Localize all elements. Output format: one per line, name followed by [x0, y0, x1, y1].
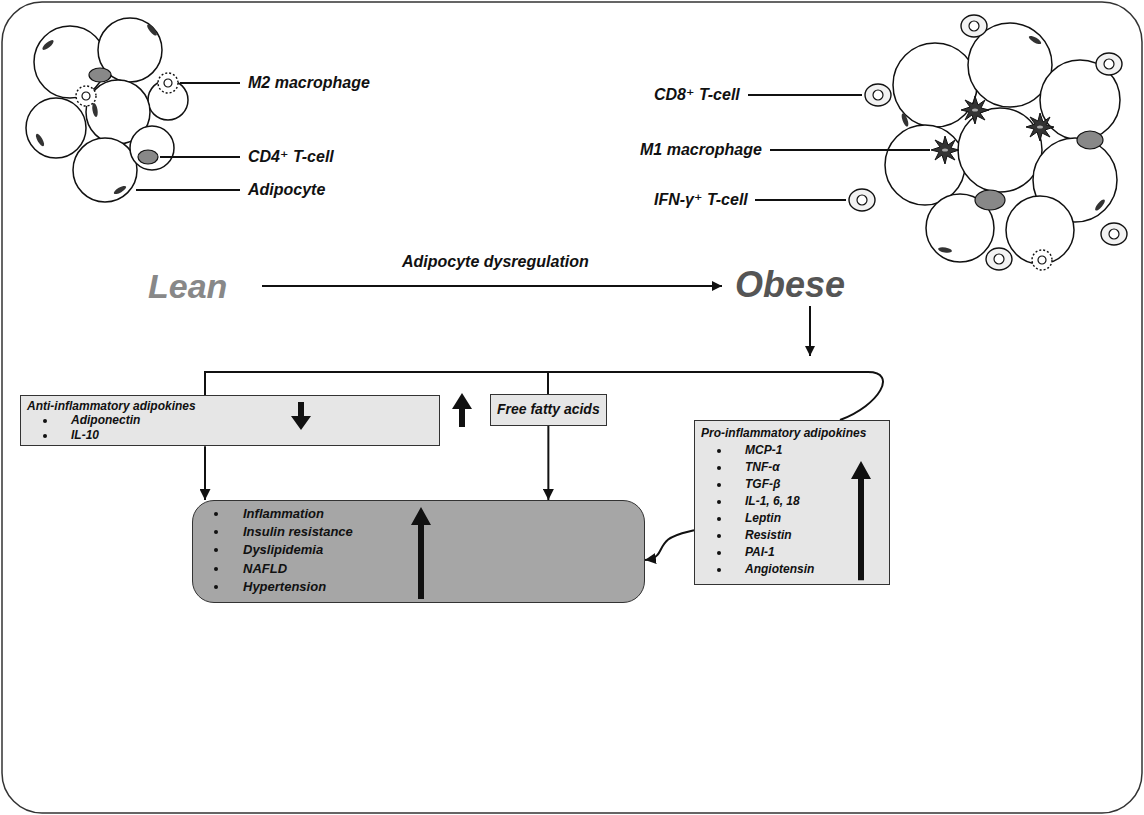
lean-adipose-tissue [26, 18, 188, 202]
obese-adipose-tissue [1096, 53, 1122, 75]
callout-label: Adipocyte [248, 180, 325, 200]
callout-label: M1 macrophage [640, 140, 762, 160]
lean-adipose-tissue [146, 23, 159, 37]
leader-line [748, 94, 862, 96]
bullet-item: Leptin [731, 510, 883, 527]
obese-adipose-tissue [1026, 113, 1054, 141]
lean-adipose-tissue [34, 133, 45, 148]
obese-adipose-tissue [1028, 34, 1043, 45]
leader-line [160, 156, 240, 158]
bullet-item: IL-10 [57, 428, 433, 442]
flow-line [809, 306, 811, 356]
adipokine-box: Pro-inflammatory adipokinesMCP-1TNF-αTGF… [694, 420, 890, 585]
lean-adipose-tissue [26, 98, 86, 158]
obese-adipose-tissue [885, 125, 965, 205]
trend-arrow [411, 507, 431, 599]
bullet-item: TNF-α [731, 459, 883, 476]
obese-adipose-tissue [893, 43, 977, 127]
state-label: Lean [148, 266, 227, 306]
callout-label: IFN-γ⁺ T-cell [654, 190, 748, 210]
increase-arrow [452, 393, 472, 427]
leader-line [136, 189, 240, 191]
state-label: Obese [735, 264, 845, 306]
obese-adipose-tissue [1032, 250, 1052, 270]
bullet-list: InflammationInsulin resistanceDyslipidem… [199, 505, 638, 596]
lean-adipose-tissue [34, 26, 106, 98]
bullet-item: TGF-β [731, 476, 883, 493]
obese-adipose-tissue [849, 189, 875, 211]
obese-adipose-tissue [1077, 131, 1103, 149]
leader-line [755, 199, 846, 201]
bullet-list: MCP-1TNF-αTGF-βIL-1, 6, 18LeptinResistin… [701, 442, 883, 578]
bullet-item: PAI-1 [731, 544, 883, 561]
bullet-item: Dyslipidemia [229, 541, 638, 559]
obese-adipose-tissue [958, 108, 1042, 192]
obese-adipose-tissue [900, 113, 909, 128]
callout-label: M2 macrophage [248, 73, 370, 93]
callout-label: CD4⁺ T-cell [248, 147, 334, 167]
bullet-item: Insulin resistance [229, 523, 638, 541]
lean-adipose-tissue [76, 86, 96, 106]
bullet-item: MCP-1 [731, 442, 883, 459]
bullet-item: Angiotensin [731, 561, 883, 578]
flow-line [262, 285, 722, 287]
trend-arrow [291, 402, 311, 430]
flow-arrow [204, 446, 206, 500]
obese-adipose-tissue [961, 15, 987, 37]
lean-adipose-tissue [113, 184, 128, 195]
box-heading: Pro-inflammatory adipokines [701, 425, 883, 442]
box-heading: Anti-inflammatory adipokines [27, 399, 433, 413]
flow-arrow [645, 530, 694, 560]
obese-adipose-tissue [975, 190, 1005, 210]
bullet-item: Adiponectin [57, 413, 433, 427]
obese-adipose-tissue [865, 84, 891, 106]
obese-adipose-tissue [1094, 198, 1107, 212]
flow-line [547, 372, 549, 394]
bullet-list: AdiponectinIL-10 [27, 413, 433, 442]
lean-adipose-tissue [158, 73, 178, 93]
flow-arrow [547, 426, 549, 500]
leader-line [770, 149, 930, 151]
bullet-item: Hypertension [229, 578, 638, 596]
lean-adipose-tissue [89, 68, 111, 82]
bullet-item: NAFLD [229, 560, 638, 578]
obese-adipose-tissue [938, 246, 953, 253]
arrow-label: Adipocyte dysregulation [402, 252, 589, 272]
lean-adipose-tissue [91, 103, 98, 118]
obese-adipose-tissue [961, 96, 989, 124]
lean-adipose-tissue [130, 126, 174, 170]
obese-adipose-tissue [1101, 223, 1127, 245]
box-heading: Free fatty acids [497, 398, 600, 422]
lean-adipose-tissue [41, 39, 55, 52]
lean-adipose-tissue [73, 138, 137, 202]
obese-adipose-tissue [986, 248, 1012, 270]
obese-adipose-tissue [849, 15, 1127, 270]
callout-label: CD8⁺ T-cell [654, 85, 740, 105]
bullet-item: Inflammation [229, 505, 638, 523]
trend-arrow [851, 461, 871, 580]
bullet-item: IL-1, 6, 18 [731, 493, 883, 510]
bullet-item: Resistin [731, 527, 883, 544]
obese-adipose-tissue [931, 136, 959, 164]
adipokine-box: Anti-inflammatory adipokinesAdiponectinI… [20, 395, 440, 446]
process-box: Free fatty acids [490, 394, 607, 426]
lean-adipose-tissue [138, 150, 158, 164]
leader-line [180, 82, 240, 84]
leader-line [136, 83, 930, 200]
outcome-box: InflammationInsulin resistanceDyslipidem… [192, 500, 645, 603]
